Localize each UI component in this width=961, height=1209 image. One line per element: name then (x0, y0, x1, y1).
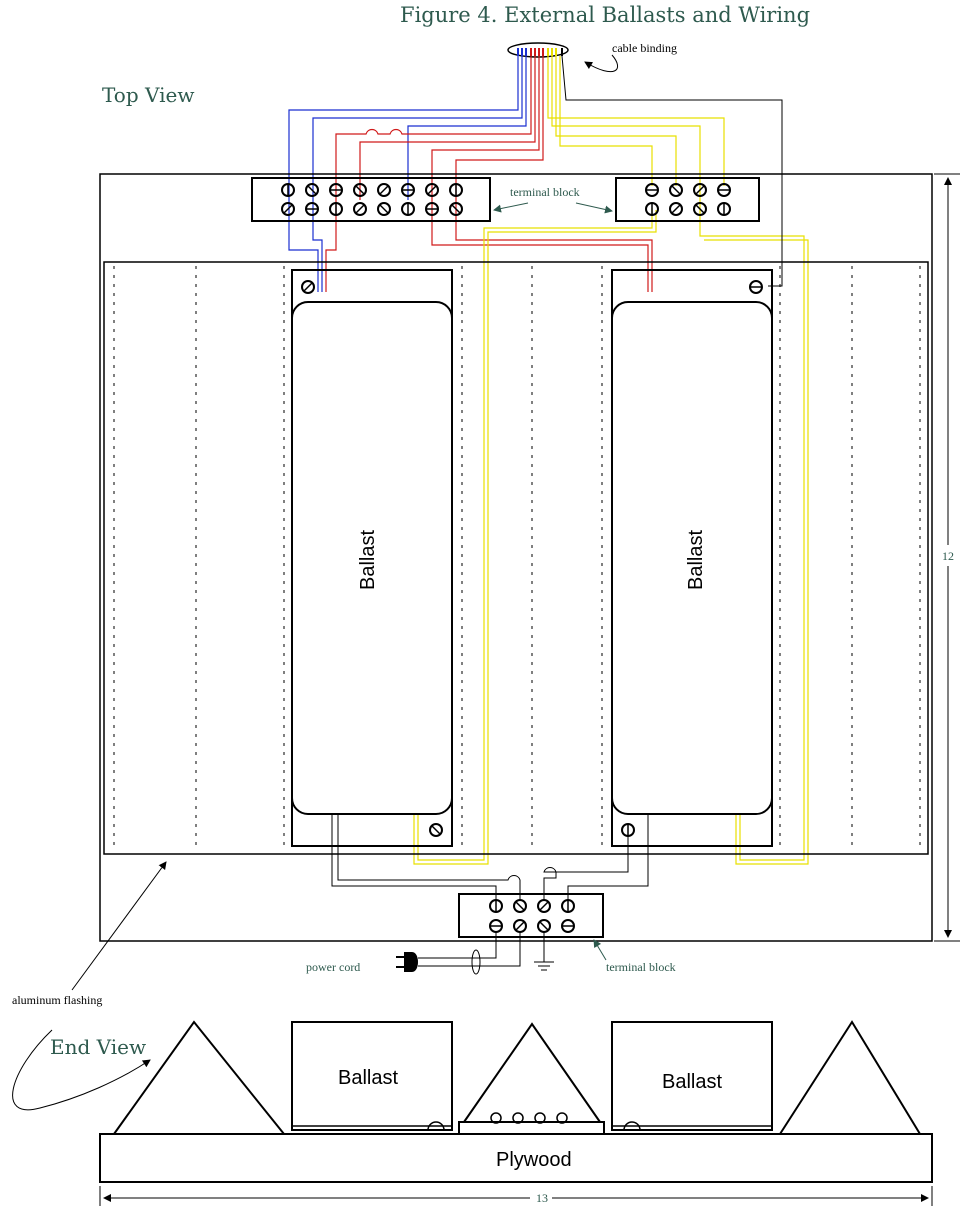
plug-icon (404, 952, 418, 972)
dimension-height: 12 (934, 173, 960, 942)
ground-icon (534, 932, 554, 971)
ballast-left-top-label: Ballast (357, 530, 379, 590)
end-view-arrow (12, 1029, 151, 1111)
black-wire-ground (561, 55, 783, 287)
terminal-block-top-right (615, 177, 760, 222)
terminal-block-arrow-left (493, 202, 529, 213)
dimension-width-label: 13 (536, 1191, 548, 1205)
red-wires (325, 56, 653, 292)
terminal-block-top-label: terminal block (510, 185, 580, 199)
terminal-block-bottom-arrow (593, 939, 607, 961)
plywood (99, 1133, 933, 1183)
ballast-right-top-label: Ballast (685, 530, 707, 590)
aluminum-flashing-area (103, 261, 929, 855)
plywood-label: Plywood (496, 1149, 572, 1171)
ballast-right-top: Ballast (611, 269, 773, 847)
yellow-wires (413, 56, 809, 865)
terminal-block-arrow-right (575, 202, 613, 214)
terminal-block-bottom (458, 893, 604, 938)
terminal-block-top-left (251, 177, 491, 222)
outer-board (99, 173, 933, 942)
top-view-label: Top View (102, 83, 194, 107)
screw-terminals-top-right (645, 183, 731, 216)
cable-binding-arrow (584, 54, 618, 73)
cable-binding-label: cable binding (612, 41, 677, 55)
dimension-height-label: 12 (942, 549, 954, 563)
ballast-right-screw-top (749, 280, 763, 294)
black-wires-bottom (331, 815, 649, 900)
cable-binding (507, 42, 569, 58)
power-cord-label: power cord (306, 960, 360, 974)
ballast-right-end-label: Ballast (662, 1071, 722, 1093)
power-cord (396, 932, 521, 975)
end-view-label: End View (50, 1035, 146, 1059)
figure-title: Figure 4. External Ballasts and Wiring (400, 3, 810, 27)
screw-terminals-top-left (281, 183, 463, 216)
dimension-width: 13 (99, 1186, 933, 1206)
ballast-right-screw-bottom (621, 823, 635, 837)
ballast-left-screw-bottom (429, 823, 443, 837)
ballast-left-end-label: Ballast (338, 1067, 398, 1089)
wire-ends (517, 48, 563, 56)
aluminum-flashing-label: aluminum flashing (12, 993, 102, 1007)
terminal-block-bottom-label: terminal block (606, 960, 676, 974)
ballast-left-screw-top (301, 280, 315, 294)
fold-lines (113, 266, 921, 850)
ballast-left-top: Ballast (291, 269, 453, 847)
end-view: Ballast Ballast Plywood (99, 1020, 933, 1183)
aluminum-flashing-arrow (71, 861, 167, 991)
